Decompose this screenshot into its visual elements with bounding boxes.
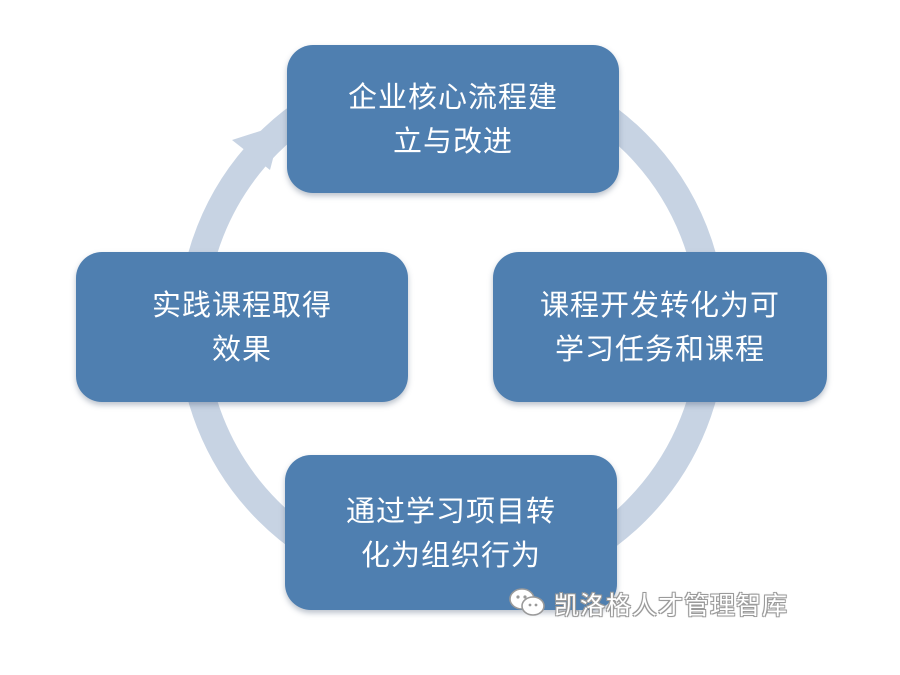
step-label-line: 课程开发转化为可 <box>539 288 780 322</box>
step-label-line: 立与改进 <box>392 124 513 158</box>
cycle-arrow-head <box>232 124 282 170</box>
step-label-line: 化为组织行为 <box>360 537 541 572</box>
step-label-line: 实践课程取得 <box>151 288 332 322</box>
step-label-line: 学习任务和课程 <box>554 332 765 366</box>
step-left-practice-results: 实践课程取得 效果 <box>76 252 408 402</box>
step-label-line: 效果 <box>211 332 272 366</box>
wechat-icon <box>508 586 546 622</box>
step-bottom-organizational-behavior: 通过学习项目转 化为组织行为 <box>285 455 617 610</box>
step-label-line: 企业核心流程建 <box>347 80 558 114</box>
watermark: 凯洛格人才管理智库 <box>508 584 788 624</box>
step-right-course-development: 课程开发转化为可 学习任务和课程 <box>493 252 827 402</box>
step-top-process-improvement: 企业核心流程建 立与改进 <box>287 45 619 193</box>
step-label-line: 通过学习项目转 <box>345 493 556 528</box>
watermark-text: 凯洛格人才管理智库 <box>554 591 789 620</box>
